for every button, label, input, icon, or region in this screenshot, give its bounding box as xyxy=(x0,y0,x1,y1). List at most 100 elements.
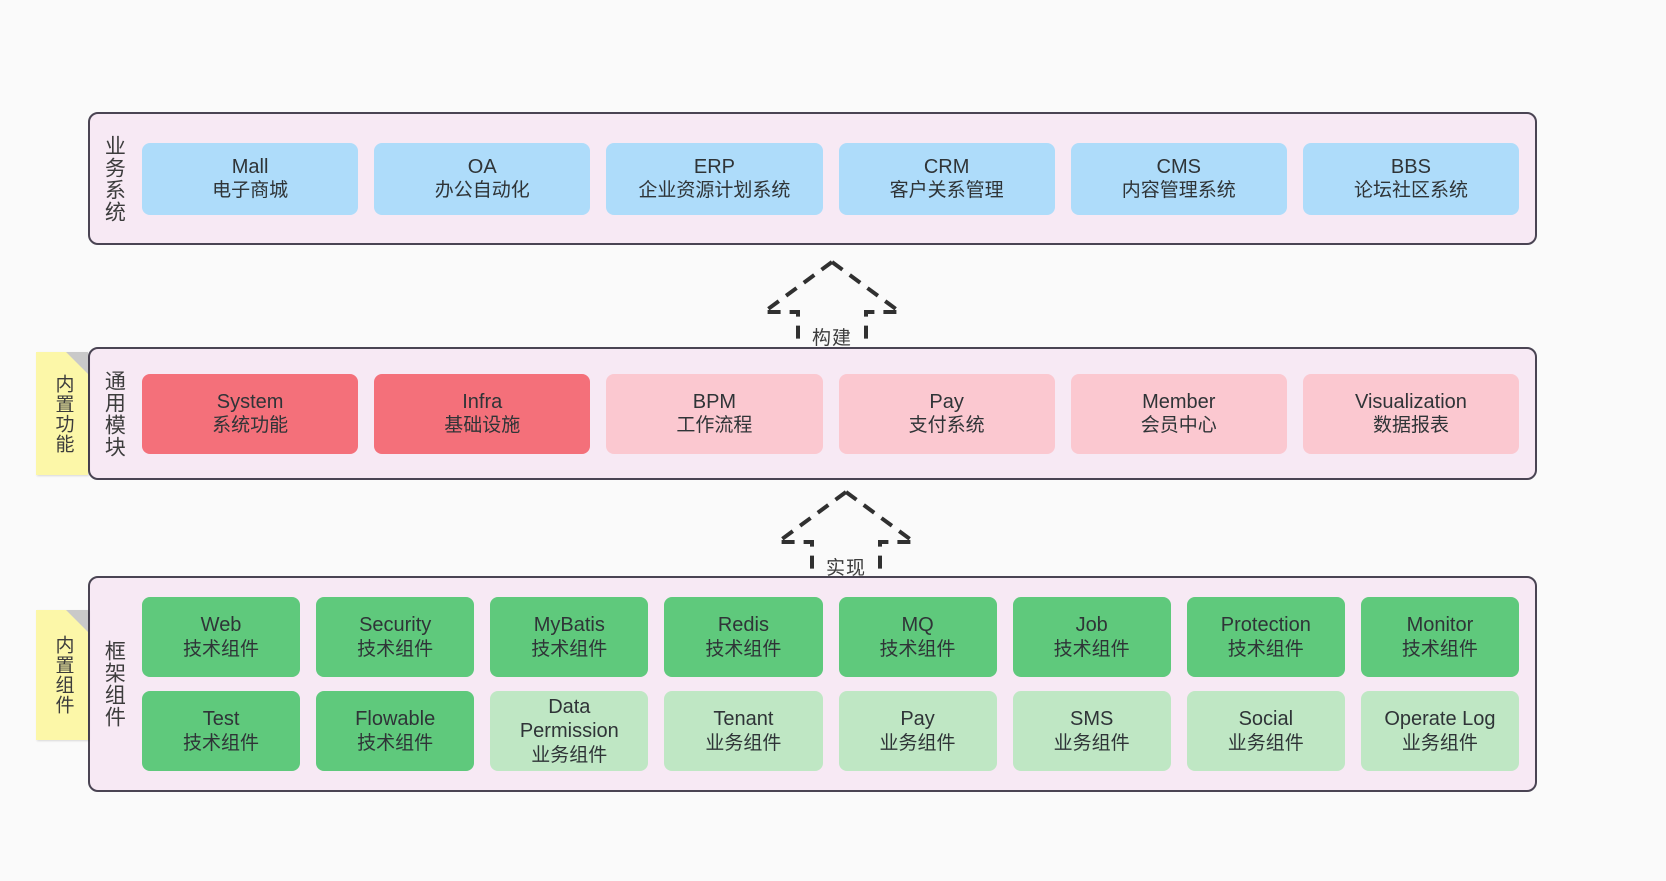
note-builtin-functions: 内置功能 xyxy=(36,352,88,475)
card-title-en: BPM xyxy=(692,390,737,413)
card-protection[interactable]: Protection 技术组件 xyxy=(1186,597,1345,677)
card-sms[interactable]: SMS 业务组件 xyxy=(1012,691,1171,771)
layer-framework-components: 框架组件 Web 技术组件 Security 技术组件 MyBatis 技术组件… xyxy=(88,576,1537,792)
card-bpm[interactable]: BPM 工作流程 xyxy=(606,373,823,454)
card-title-en: Tenant xyxy=(713,708,774,731)
card-cms[interactable]: CMS 内容管理系统 xyxy=(1070,142,1287,215)
note-label: 内置组件 xyxy=(52,635,74,715)
modules-card-row: System 系统功能 Infra 基础设施 BPM 工作流程 Pay 支付系统… xyxy=(142,373,1520,454)
card-monitor[interactable]: Monitor 技术组件 xyxy=(1360,597,1519,677)
card-title-en: BBS xyxy=(1390,155,1431,178)
card-title-cn: 办公自动化 xyxy=(434,180,530,202)
card-title-cn: 内容管理系统 xyxy=(1121,180,1236,202)
card-title-en: System xyxy=(216,390,284,413)
card-title-cn: 技术组件 xyxy=(357,638,434,660)
card-tenant[interactable]: Tenant 业务组件 xyxy=(664,691,823,771)
card-title-en: Flowable xyxy=(355,708,436,731)
card-infra[interactable]: Infra 基础设施 xyxy=(374,373,591,454)
card-pay-module[interactable]: Pay 支付系统 xyxy=(838,373,1055,454)
card-title-en: Monitor xyxy=(1406,614,1474,637)
note-label: 内置功能 xyxy=(52,373,74,454)
card-web[interactable]: Web 技术组件 xyxy=(142,597,301,677)
card-title-en: SMS xyxy=(1070,708,1114,731)
layer-title-business: 业务系统 xyxy=(102,134,126,223)
card-title-en: Mall xyxy=(231,155,269,178)
card-visualization[interactable]: Visualization 数据报表 xyxy=(1302,373,1520,454)
card-title-en: MyBatis xyxy=(533,614,605,637)
note-builtin-components: 内置组件 xyxy=(36,610,88,740)
card-security[interactable]: Security 技术组件 xyxy=(316,597,475,677)
card-title-en: Visualization xyxy=(1354,390,1467,413)
arrow-build-label: 构建 xyxy=(811,328,852,349)
card-title-en: Test xyxy=(202,708,240,731)
card-system[interactable]: System 系统功能 xyxy=(142,373,359,454)
card-redis[interactable]: Redis 技术组件 xyxy=(664,597,823,677)
card-title-en: Member xyxy=(1142,390,1216,413)
framework-card-row-1: Web 技术组件 Security 技术组件 MyBatis 技术组件 Redi… xyxy=(142,597,1519,677)
card-mybatis[interactable]: MyBatis 技术组件 xyxy=(490,597,649,677)
card-title-en: CRM xyxy=(923,155,970,178)
card-title-cn: 技术组件 xyxy=(1227,638,1304,660)
card-title-cn: 业务组件 xyxy=(879,732,956,754)
card-operate-log[interactable]: Operate Log 业务组件 xyxy=(1360,691,1519,771)
card-title-cn: 技术组件 xyxy=(1053,638,1130,660)
layer-title-framework: 框架组件 xyxy=(102,640,126,728)
card-title-cn: 技术组件 xyxy=(531,638,608,660)
card-title-en: Data Permission xyxy=(519,696,619,743)
card-social[interactable]: Social 业务组件 xyxy=(1186,691,1345,771)
card-title-cn: 数据报表 xyxy=(1372,415,1449,437)
arrow-build: 构建 xyxy=(757,256,907,356)
layer-business-systems: 业务系统 Mall 电子商城 OA 办公自动化 ERP 企业资源计划系统 CRM xyxy=(88,112,1537,245)
layer-body-modules: System 系统功能 Infra 基础设施 BPM 工作流程 Pay 支付系统… xyxy=(136,349,1535,478)
card-title-en: Security xyxy=(359,614,432,637)
card-flowable[interactable]: Flowable 技术组件 xyxy=(316,691,475,771)
card-title-cn: 业务组件 xyxy=(1227,732,1304,754)
layer-title-modules: 通用模块 xyxy=(102,369,126,458)
card-title-en: Operate Log xyxy=(1384,708,1496,731)
note-fold-corner-icon xyxy=(66,352,88,374)
business-card-row: Mall 电子商城 OA 办公自动化 ERP 企业资源计划系统 CRM 客户关系… xyxy=(142,142,1520,215)
card-title-cn: 技术组件 xyxy=(705,638,782,660)
card-test[interactable]: Test 技术组件 xyxy=(142,691,301,771)
card-title-en: Job xyxy=(1075,614,1108,637)
card-title-cn: 企业资源计划系统 xyxy=(638,180,791,202)
card-title-cn: 业务组件 xyxy=(531,744,608,766)
card-erp[interactable]: ERP 企业资源计划系统 xyxy=(606,142,823,215)
card-title-en: ERP xyxy=(693,155,735,178)
card-title-en: Social xyxy=(1238,708,1294,731)
framework-card-row-2: Test 技术组件 Flowable 技术组件 Data Permission … xyxy=(142,691,1519,771)
arrow-realize: 实现 xyxy=(771,486,921,586)
card-title-cn: 系统功能 xyxy=(212,415,289,437)
card-bbs[interactable]: BBS 论坛社区系统 xyxy=(1302,142,1520,215)
card-title-cn: 支付系统 xyxy=(908,415,985,437)
card-title-en: CMS xyxy=(1156,155,1201,178)
card-title-en: MQ xyxy=(901,614,934,637)
card-pay-component[interactable]: Pay 业务组件 xyxy=(838,691,997,771)
card-data-permission[interactable]: Data Permission 业务组件 xyxy=(490,691,649,771)
layer-body-business: Mall 电子商城 OA 办公自动化 ERP 企业资源计划系统 CRM 客户关系… xyxy=(136,114,1535,243)
card-title-cn: 技术组件 xyxy=(183,638,260,660)
card-member[interactable]: Member 会员中心 xyxy=(1070,373,1287,454)
card-title-en: Pay xyxy=(900,708,935,731)
card-mall[interactable]: Mall 电子商城 xyxy=(142,142,359,215)
card-title-en: Web xyxy=(200,614,242,637)
card-job[interactable]: Job 技术组件 xyxy=(1012,597,1171,677)
card-title-cn: 基础设施 xyxy=(444,415,521,437)
card-oa[interactable]: OA 办公自动化 xyxy=(374,142,591,215)
card-title-cn: 技术组件 xyxy=(879,638,956,660)
note-fold-corner-icon xyxy=(66,610,88,632)
card-title-cn: 业务组件 xyxy=(1053,732,1130,754)
card-title-cn: 技术组件 xyxy=(357,732,434,754)
card-title-cn: 技术组件 xyxy=(1401,638,1478,660)
layer-body-framework: Web 技术组件 Security 技术组件 MyBatis 技术组件 Redi… xyxy=(136,578,1535,790)
card-mq[interactable]: MQ 技术组件 xyxy=(838,597,997,677)
card-title-en: OA xyxy=(467,155,497,178)
card-title-en: Pay xyxy=(929,390,964,413)
card-title-cn: 工作流程 xyxy=(676,415,753,437)
card-title-cn: 业务组件 xyxy=(1401,732,1478,754)
card-title-cn: 会员中心 xyxy=(1140,415,1217,437)
card-crm[interactable]: CRM 客户关系管理 xyxy=(838,142,1055,215)
card-title-en: Infra xyxy=(462,390,503,413)
card-title-cn: 电子商城 xyxy=(212,180,289,202)
